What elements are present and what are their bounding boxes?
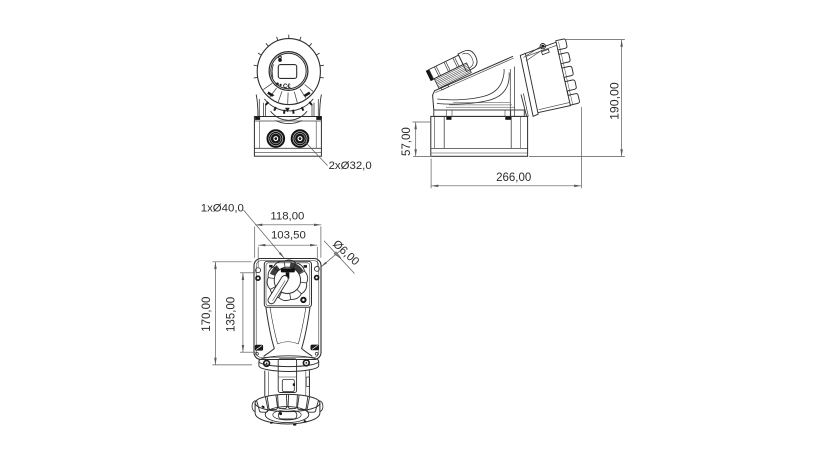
svg-text:103,50: 103,50	[271, 230, 306, 242]
svg-text:57,00: 57,00	[401, 127, 413, 156]
svg-text:190,00: 190,00	[608, 82, 622, 120]
svg-text:170,00: 170,00	[201, 297, 213, 332]
svg-text:135,00: 135,00	[226, 297, 238, 332]
svg-text:118,00: 118,00	[270, 210, 304, 222]
svg-text:C€: C€	[283, 84, 291, 90]
svg-text:2xØ32,0: 2xØ32,0	[329, 160, 372, 172]
svg-text:1xØ40,0: 1xØ40,0	[201, 203, 244, 215]
svg-text:266,00: 266,00	[496, 172, 531, 184]
